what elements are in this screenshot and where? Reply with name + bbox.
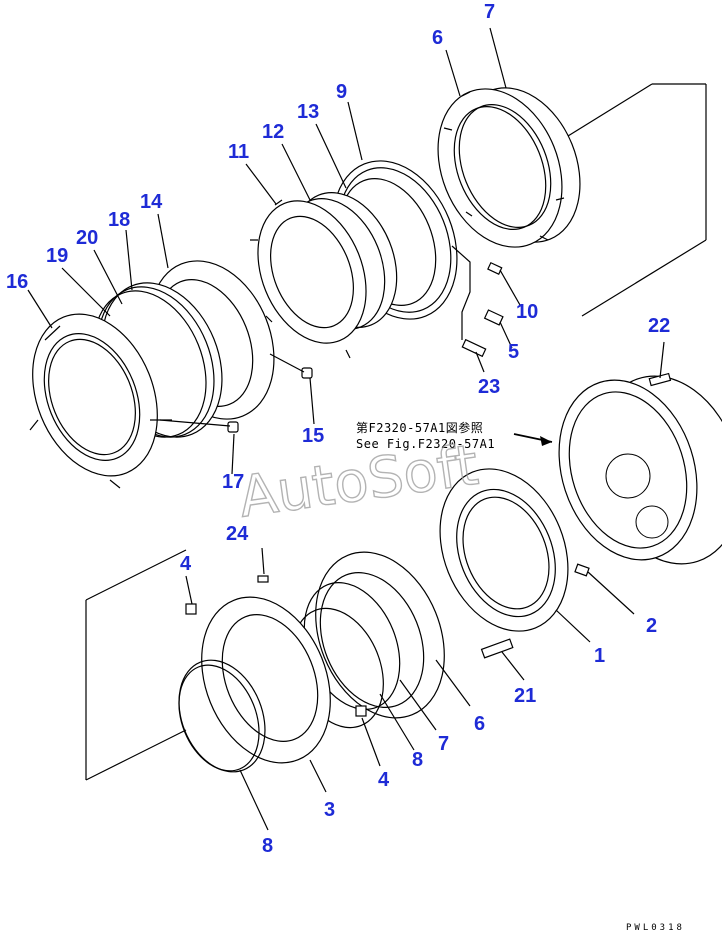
label-part-1: 1 — [594, 645, 605, 667]
label-part-18: 18 — [108, 209, 130, 231]
reference-note: 第F2320-57A1図参照 See Fig.F2320-57A1 — [356, 420, 495, 451]
drawing-code: PWL0318 — [626, 923, 685, 933]
leader-lines — [27, 27, 665, 831]
label-part-6: 6 — [432, 27, 443, 49]
ring-part-6-7-top — [437, 83, 707, 317]
label-part-23: 23 — [478, 376, 500, 398]
label-part-22: 22 — [648, 315, 670, 337]
assembly-parts-3-4-6-7-8-24 — [85, 549, 445, 781]
disc-parts-11-12-13 — [250, 192, 398, 359]
reference-note-japanese: 第F2320-57A1図参照 — [356, 420, 483, 435]
label-part-13: 13 — [297, 101, 319, 123]
label-part-20: 20 — [76, 227, 98, 249]
label-part-24: 24 — [226, 523, 249, 545]
label-part-7: 7 — [484, 1, 495, 23]
label-part-17: 17 — [222, 471, 244, 493]
reference-note-english: See Fig.F2320-57A1 — [356, 437, 495, 451]
label-part-10: 10 — [516, 301, 538, 323]
assembly-parts-14-16-18-19-20 — [29, 260, 275, 489]
label-part-12: 12 — [262, 121, 284, 143]
label-part-8-upper: 8 — [412, 749, 423, 771]
label-part-21: 21 — [514, 685, 536, 707]
label-part-11: 11 — [228, 141, 249, 163]
label-part-15: 15 — [302, 425, 324, 447]
pins-10-5-23 — [451, 245, 504, 358]
label-part-8-lower: 8 — [262, 835, 273, 857]
drum-part-22 — [558, 372, 722, 565]
label-part-7-lower: 7 — [438, 733, 449, 755]
label-part-4-upper: 4 — [180, 553, 192, 575]
plate-parts-1-2-21 — [439, 468, 590, 659]
label-part-19: 19 — [46, 245, 68, 267]
label-part-5: 5 — [508, 341, 519, 363]
pins-15-17 — [159, 353, 313, 433]
part-number-labels: 7 6 9 13 12 11 14 18 20 19 16 10 5 23 22… — [6, 1, 670, 857]
label-part-4-lower: 4 — [378, 769, 390, 791]
label-part-9: 9 — [336, 81, 347, 103]
label-part-16: 16 — [6, 271, 28, 293]
label-part-6-lower: 6 — [474, 713, 485, 735]
label-part-2: 2 — [646, 615, 657, 637]
label-part-14: 14 — [140, 191, 163, 213]
label-part-3: 3 — [324, 799, 335, 821]
